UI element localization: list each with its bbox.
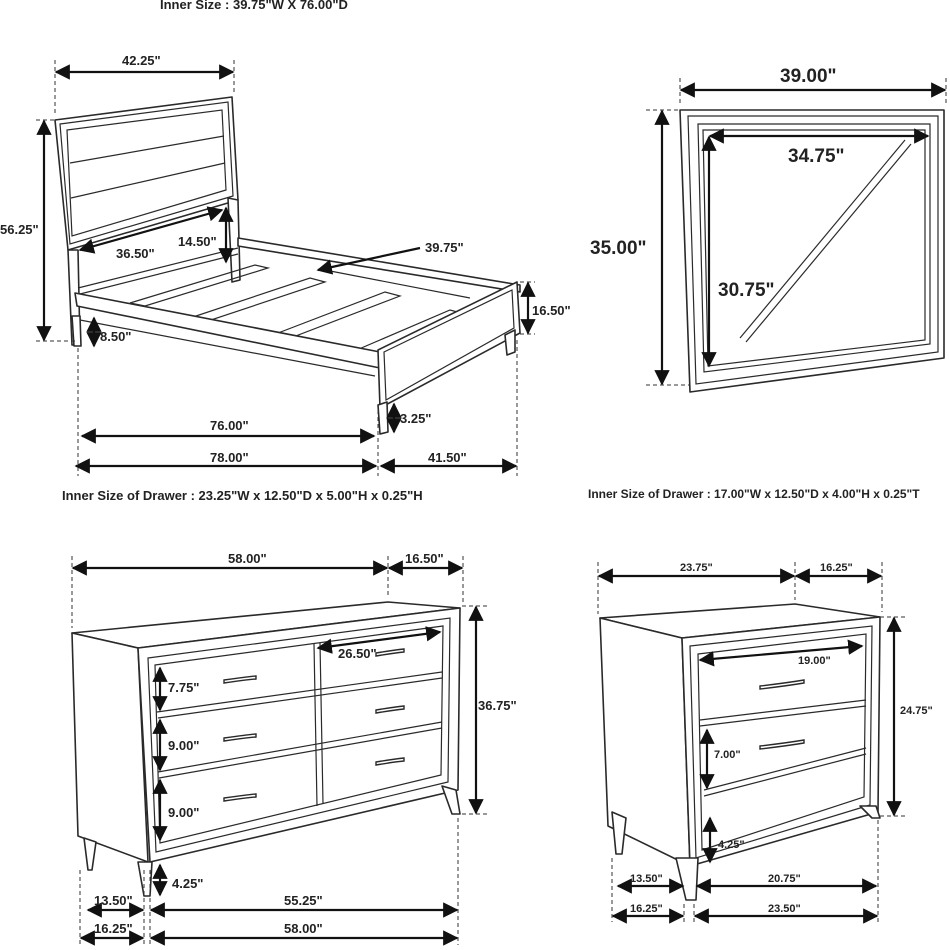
nightstand-side-depth-label: 16.25": [630, 903, 663, 915]
bed-footboard-height-label: 16.50": [532, 303, 571, 318]
bed-height-label: 56.25": [0, 222, 39, 237]
nightstand-inner-width-label: 20.75": [768, 873, 801, 885]
dresser-drawer-2-height-label: 9.00": [168, 738, 199, 753]
nightstand-drawing: [599, 603, 881, 901]
bed-dimension-lines: [36, 60, 536, 476]
bed-inner-width-label: 36.50": [116, 246, 155, 261]
nightstand-leg-height-label: 4.25": [718, 839, 745, 851]
nightstand-drawer-inner-caption: Inner Size of Drawer : 17.00"W x 12.50"D…: [588, 487, 920, 501]
mirror-outer-width-label: 39.00": [780, 66, 837, 87]
nightstand-height-label: 24.75": [900, 705, 933, 717]
dresser-depth-top-label: 16.50": [405, 551, 444, 566]
nightstand-diagram: Inner Size of Drawer : 17.00"W x 12.50"D…: [588, 487, 933, 924]
dresser-inner-width-label: 55.25": [284, 893, 323, 908]
dresser-drawer-width-label: 26.50": [338, 646, 377, 661]
dresser-drawer-inner-caption: Inner Size of Drawer : 23.25"W x 12.50"D…: [62, 488, 423, 503]
dresser-drawer-1-height-label: 7.75": [168, 680, 199, 695]
mirror-dimension-labels: 39.00" 34.75" 35.00" 30.75": [590, 66, 845, 301]
dresser-height-label: 36.75": [478, 698, 517, 713]
dresser-dimension-labels: 58.00" 16.50" 26.50" 7.75" 9.00" 9.00" 3…: [94, 551, 517, 936]
mirror-dimension-lines: [646, 78, 947, 386]
bed-drawing: [54, 96, 521, 435]
nightstand-drawer-height-label: 7.00": [714, 749, 741, 761]
dresser-leg-height-label: 4.25": [172, 876, 203, 891]
dresser-drawing: [71, 601, 461, 897]
bed-rail-height-label: 14.50": [178, 234, 217, 249]
bed-leg-height-foot-label: 3.25": [400, 411, 431, 426]
nightstand-depth-top-label: 16.25": [820, 562, 853, 574]
nightstand-width-bottom-label: 23.50": [768, 903, 801, 915]
bed-inner-size-caption: Inner Size : 39.75"W X 76.00"D: [160, 0, 348, 12]
nightstand-drawer-width-label: 19.00": [798, 655, 831, 667]
dresser-depth-bottom-label: 13.50": [94, 893, 133, 908]
bed-leg-height-head-label: 8.50": [100, 329, 131, 344]
bed-overall-width-label: 41.50": [428, 450, 467, 465]
dresser-side-depth-label: 16.25": [94, 921, 133, 936]
mirror-inner-width-label: 34.75": [788, 146, 845, 167]
dresser-width-bottom-label: 58.00": [284, 921, 323, 936]
bed-headboard-width-label: 42.25": [122, 53, 161, 68]
nightstand-dimension-labels: 23.75" 16.25" 19.00" 24.75" 7.00" 4.25" …: [630, 562, 933, 915]
dresser-width-top-label: 58.00": [228, 551, 267, 566]
nightstand-width-top-label: 23.75": [680, 562, 713, 574]
nightstand-dimension-lines: [597, 562, 905, 924]
mirror-inner-height-label: 30.75": [718, 280, 775, 301]
dresser-dimension-lines: [71, 556, 490, 946]
bed-diagram: Inner Size : 39.75"W X 76.00"D: [0, 0, 571, 476]
dresser-diagram: Inner Size of Drawer : 23.25"W x 12.50"D…: [62, 488, 517, 946]
dresser-drawer-3-height-label: 9.00": [168, 805, 199, 820]
bed-overall-length-label: 78.00": [210, 450, 249, 465]
bed-dimension-labels: 42.25" 56.25" 36.50" 14.50" 39.75" 16.50…: [0, 53, 571, 465]
mirror-diagram: 39.00" 34.75" 35.00" 30.75": [590, 66, 947, 393]
mirror-outer-height-label: 35.00": [590, 238, 647, 259]
bed-slat-width-label: 39.75": [425, 240, 464, 255]
nightstand-depth-bottom-label: 13.50": [630, 873, 663, 885]
bed-inner-length-label: 76.00": [210, 418, 249, 433]
